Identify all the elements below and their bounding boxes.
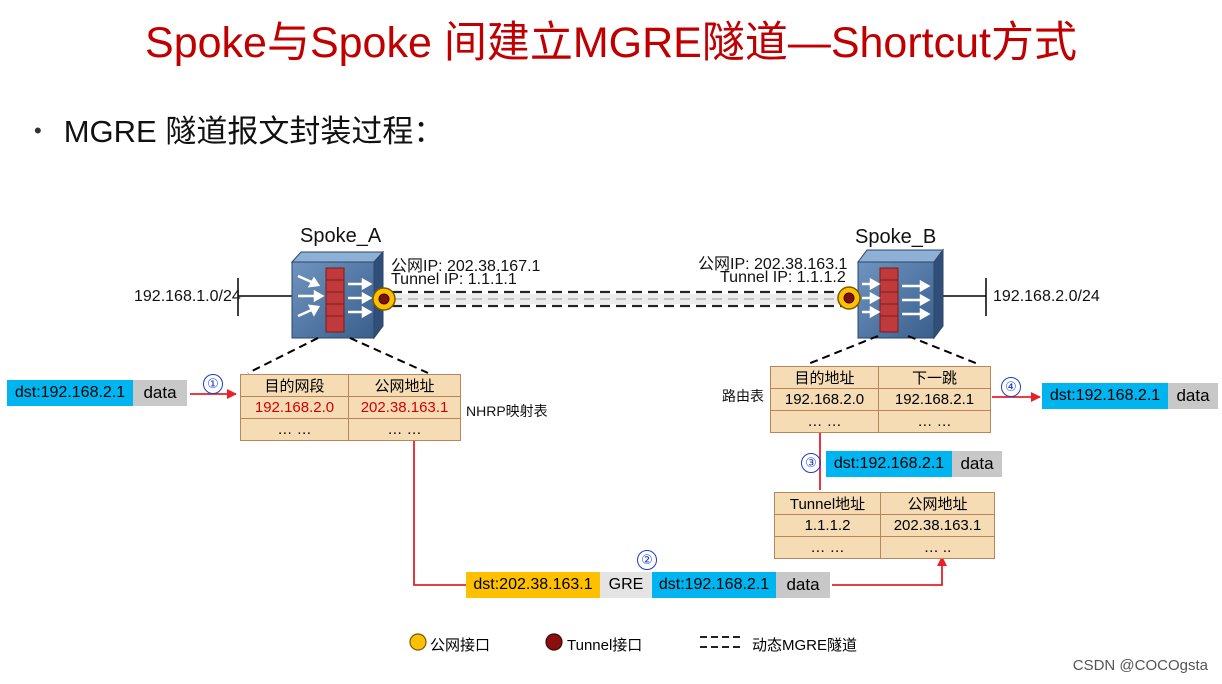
legend-mgre-tunnel: 动态MGRE隧道 [752,637,858,654]
table-row: 192.168.2.0 192.168.2.1 [770,388,991,411]
packet-2-data: data [776,572,830,598]
spoke-a-public-ip: 公网IP: 202.38.167.1 [391,258,541,275]
route-cell-dest: 192.168.2.0 [770,388,879,411]
tunnel-header-addr: Tunnel地址 [774,492,881,515]
nhrp-header-dest: 目的网段 [240,374,349,397]
tunnel-cell-more: … .. [880,536,995,559]
packet-step-2: dst:202.38.163.1 GRE dst:192.168.2.1 dat… [466,572,830,598]
legend-public-interface: 公网接口 [430,637,491,654]
nhrp-table-label: NHRP映射表 [466,403,548,419]
packet-3-data: data [952,451,1002,477]
packet-4-data: data [1168,383,1218,409]
packet-2-dst: dst:192.168.2.1 [652,572,776,598]
table-row: … … … … [240,418,461,441]
spoke-a-name: Spoke_A [300,225,382,247]
mgre-tunnel [392,290,846,308]
packet-1-data: data [133,380,187,406]
tunnel-cell-addr: 1.1.1.2 [774,514,881,537]
watermark-credit: CSDN @COCOgsta [1072,657,1208,674]
spoke-b-tunnel-ip: Tunnel IP: 1.1.1.2 [720,269,846,286]
step-4-number: ④ [1001,377,1021,397]
nhrp-table: 目的网段 公网地址 192.168.2.0 202.38.163.1 … … …… [240,374,461,441]
step-1-number: ① [203,374,223,394]
nhrp-header-public: 公网地址 [348,374,461,397]
arrow-step-2b [832,556,947,586]
table-row: … … … … [770,410,991,433]
spoke-a-lan: 192.168.1.0/24 [134,288,241,305]
packet-2-gre: GRE [600,572,652,598]
spoke-b-name: Spoke_B [855,226,937,248]
tunnel-header-public: 公网地址 [880,492,995,515]
tunnel-table: Tunnel地址 公网地址 1.1.1.2 202.38.163.1 … … …… [774,492,995,559]
bullet-heading: • MGRE 隧道报文封装过程： [34,106,444,151]
packet-2-outer-dst: dst:202.38.163.1 [466,572,600,598]
nhrp-cell-more: … … [240,418,349,441]
nhrp-cell-dest: 192.168.2.0 [240,396,349,419]
table-row: Tunnel地址 公网地址 [774,492,995,515]
table-row: 目的地址 下一跳 [770,366,991,389]
route-table: 目的地址 下一跳 192.168.2.0 192.168.2.1 … … … … [770,366,991,433]
packet-3-dst: dst:192.168.2.1 [826,451,952,477]
table-row: 1.1.1.2 202.38.163.1 [774,514,995,537]
packet-4-dst: dst:192.168.2.1 [1042,383,1168,409]
table-row: … … … .. [774,536,995,559]
nhrp-cell-public: 202.38.163.1 [348,396,461,419]
bullet-text: MGRE 隧道报文封装过程： [63,114,445,149]
packet-step-4: dst:192.168.2.1 data [1042,383,1218,409]
route-cell-more: … … [878,410,991,433]
route-cell-nexthop: 192.168.2.1 [878,388,991,411]
spoke-b-public-interface-icon [837,286,861,310]
spoke-a-public-interface-icon [372,287,396,311]
route-header-nexthop: 下一跳 [878,366,991,389]
spoke-a-tunnel-ip: Tunnel IP: 1.1.1.1 [391,271,517,288]
arrow-step-2 [413,418,466,586]
table-callout-lines [247,335,979,374]
packet-step-3: dst:192.168.2.1 data [826,451,1002,477]
legend-public-interface-icon [409,633,427,651]
slide-title: Spoke与Spoke 间建立MGRE隧道—Shortcut方式 [145,19,1077,67]
legend-tunnel-interface: Tunnel接口 [567,637,643,654]
spoke-b-lan: 192.168.2.0/24 [993,288,1100,305]
flow-arrows [190,389,1041,586]
step-2-number: ② [637,550,657,570]
tunnel-cell-more: … … [774,536,881,559]
route-cell-more: … … [770,410,879,433]
packet-1-dst: dst:192.168.2.1 [7,380,133,406]
legend-tunnel-interface-icon [545,633,563,651]
spoke-a-firewall-icon [290,250,385,340]
spoke-b-public-ip: 公网IP: 202.38.163.1 [698,256,848,273]
nhrp-cell-more: … … [348,418,461,441]
step-3-number: ③ [801,453,821,473]
route-header-dest: 目的地址 [770,366,879,389]
bullet-dot: • [34,118,42,143]
packet-step-1: dst:192.168.2.1 data [7,380,187,406]
tunnel-cell-public: 202.38.163.1 [880,514,995,537]
table-row: 目的网段 公网地址 [240,374,461,397]
table-row: 192.168.2.0 202.38.163.1 [240,396,461,419]
route-table-label: 路由表 [722,388,764,404]
legend-tunnel-icon [700,636,744,648]
spoke-b-firewall-icon [857,248,944,340]
